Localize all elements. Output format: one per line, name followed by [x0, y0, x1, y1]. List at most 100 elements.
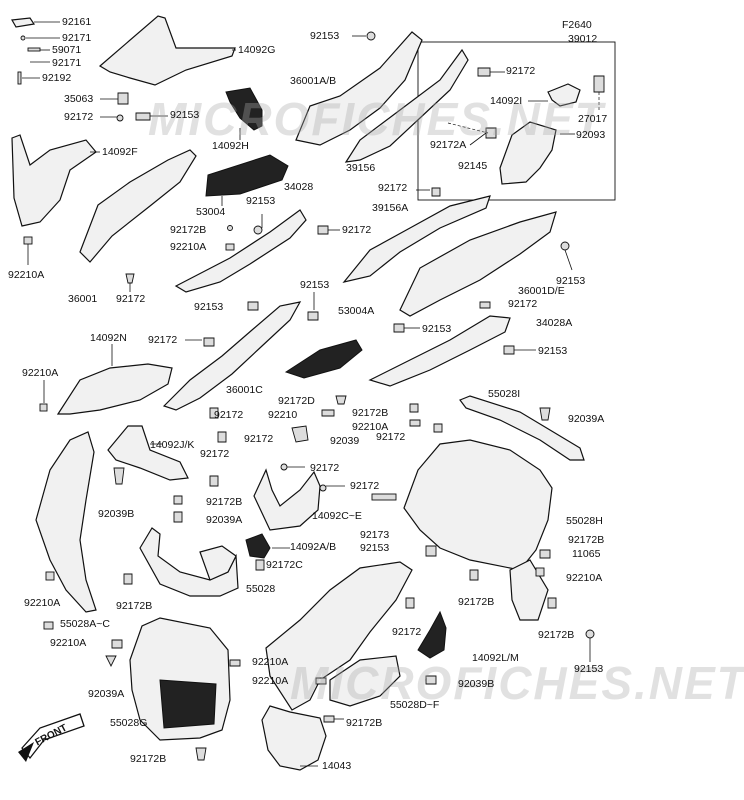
- label-92153: 92153: [170, 109, 200, 121]
- label-92153-c: 92153: [246, 195, 276, 207]
- label-92210A-5: 92210A: [566, 572, 603, 584]
- label-14092N: 14092N: [90, 332, 127, 344]
- label-92172B-8: 92172B: [346, 717, 383, 729]
- label-14092H: 14092H: [212, 140, 249, 152]
- label-92192: 92192: [42, 72, 72, 84]
- label-92172B-3: 92172B: [206, 496, 243, 508]
- label-36001DE: 36001D/E: [518, 285, 565, 297]
- front-arrow-icon: [18, 713, 85, 762]
- part-14092I: [547, 83, 581, 107]
- label-92210A-4: 92210A: [352, 421, 389, 433]
- label-92210A-3: 92210A: [22, 367, 59, 379]
- label-92172B-5: 92172B: [458, 596, 495, 608]
- part-39156: [344, 48, 469, 163]
- label-14092I: 14092I: [490, 95, 523, 107]
- label-92093: 92093: [576, 129, 606, 141]
- part-14092AB: [245, 533, 271, 559]
- label-36001AB: 36001A/B: [290, 75, 337, 87]
- label-92172-g: 92172: [116, 293, 146, 305]
- label-92172B-9: 92172B: [130, 753, 167, 765]
- label-92172-m: 92172: [200, 448, 230, 460]
- label-92145: 92145: [458, 160, 488, 172]
- label-92210A-2: 92210A: [8, 269, 45, 281]
- label-35063: 35063: [64, 93, 94, 105]
- part-36001: [79, 149, 197, 263]
- part-55028DF: [265, 561, 413, 711]
- label-92153-g: 92153: [422, 323, 452, 335]
- label-92172-h: 92172: [508, 298, 538, 310]
- label-92153-h: 92153: [538, 345, 568, 357]
- label-92210A-9: 92210A: [252, 675, 289, 687]
- part-14092H: [225, 87, 263, 131]
- part-53004: [205, 154, 289, 197]
- label-55028AC: 55028A~C: [60, 618, 110, 630]
- label-92173: 92173: [360, 529, 390, 541]
- part-55028AC: [35, 431, 97, 613]
- label-39156: 39156: [346, 162, 376, 174]
- inset-box: [417, 41, 616, 201]
- label-53004: 53004: [196, 206, 226, 218]
- label-92172: 92172: [64, 111, 94, 123]
- label-92153-e: 92153: [556, 275, 586, 287]
- part-36001C: [162, 301, 302, 411]
- label-92039A: 92039A: [568, 413, 605, 425]
- label-34028: 34028: [284, 181, 314, 193]
- label-F2640: F2640: [562, 19, 592, 31]
- label-92039B-2: 92039B: [458, 678, 495, 690]
- label-92153-d: 92153: [300, 279, 330, 291]
- label-92172-n: 92172: [310, 462, 340, 474]
- label-34028A: 34028A: [536, 317, 573, 329]
- label-92172D: 92172D: [278, 395, 315, 407]
- label-92172-d: 92172: [378, 182, 408, 194]
- label-92172-f: 92172: [342, 224, 372, 236]
- label-55028: 55028: [246, 583, 276, 595]
- part-14092N: [56, 363, 173, 415]
- label-92172-k: 92172: [244, 433, 274, 445]
- part-35063: [117, 92, 129, 105]
- label-55028I: 55028I: [488, 388, 521, 400]
- label-92172-o: 92172: [350, 480, 380, 492]
- label-92172B-4: 92172B: [568, 534, 605, 546]
- part-14092JK: [107, 425, 189, 481]
- label-92172-p: 92172: [392, 626, 422, 638]
- part-55028I: [459, 395, 585, 461]
- part-36001AB: [295, 31, 423, 146]
- label-14092JK: 14092J/K: [150, 439, 195, 451]
- label-14092CE: 14092C~E: [312, 510, 362, 522]
- label-55028DF: 55028D~F: [390, 699, 440, 711]
- label-92172-b: 92172: [506, 65, 536, 77]
- part-92161: [11, 17, 36, 28]
- label-92172B-6: 92172B: [116, 600, 153, 612]
- part-14092G: [98, 15, 236, 86]
- label-92172-l: 92172: [376, 431, 406, 443]
- label-92171: 92171: [62, 32, 92, 44]
- label-92172-j: 92172: [214, 409, 244, 421]
- part-14043: [261, 705, 327, 771]
- label-39156A: 39156A: [372, 202, 409, 214]
- label-92153-i: 92153: [360, 542, 390, 554]
- label-92153-f: 92153: [194, 301, 224, 313]
- part-36001DE: [399, 211, 557, 317]
- label-14092LM: 14092L/M: [472, 652, 519, 664]
- label-92210A: 92210A: [170, 241, 207, 253]
- label-92210: 92210: [268, 409, 298, 421]
- part-14092CE: [253, 468, 321, 531]
- label-92039A-2: 92039A: [206, 514, 243, 526]
- label-92172B-2: 92172B: [352, 407, 389, 419]
- part-14092F: [11, 134, 97, 227]
- part-34028A: [368, 315, 511, 387]
- part-92093: [499, 121, 557, 185]
- label-92039B: 92039B: [98, 508, 135, 520]
- label-14092AB: 14092A/B: [290, 541, 337, 553]
- label-14092F: 14092F: [102, 146, 138, 158]
- label-36001C: 36001C: [226, 384, 263, 396]
- label-39012: 39012: [568, 33, 598, 45]
- part-34028: [174, 209, 307, 293]
- label-92171-b: 92171: [52, 57, 82, 69]
- label-92210A-7: 92210A: [50, 637, 87, 649]
- part-14092LM: [417, 610, 447, 659]
- label-92210A-6: 92210A: [24, 597, 61, 609]
- label-92172C: 92172C: [266, 559, 303, 571]
- label-11065: 11065: [572, 548, 601, 560]
